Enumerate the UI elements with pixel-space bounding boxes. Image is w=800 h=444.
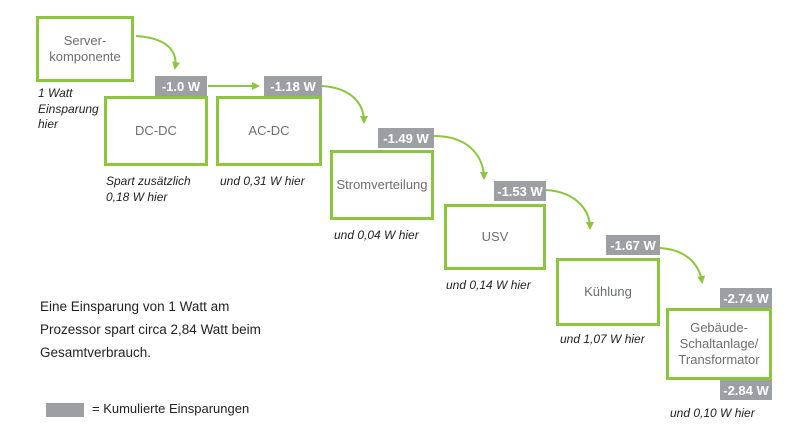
stage-badge-acdc: -1.18 W [264,76,322,96]
stage-badge-kuehlung: -1.67 W [606,235,660,255]
stage-box-gebaeude: Gebäude- Schaltanlage/ Transformator [666,308,772,380]
stage-box-serverkomponente: Server- komponente [36,16,134,82]
stage-box-kuehlung: Kühlung [556,258,660,326]
arrow-acdc-to-stromverteilung [321,85,368,124]
stage-badge-dcdc: -1.0 W [155,76,207,96]
summary-text: Eine Einsparung von 1 Watt am Prozessor … [40,299,261,361]
stage-box-stromverteilung: Stromverteilung [330,150,434,220]
total-badge: -2.84 W [720,380,772,400]
arrow-kuehlung-to-gebaeude [659,247,706,284]
arrow-server-to-dcdc [135,35,181,70]
stage-note-usv: und 0,14 W hier [446,278,531,292]
stage-note-gebaeude: und 0,10 W hier [670,406,755,420]
legend-label: = Kumulierte Einsparungen [92,401,250,416]
stage-box-acdc: AC-DC [216,96,322,166]
stage-note-kuehlung: und 1,07 W hier [560,332,645,346]
arrow-usv-to-kuehlung [545,189,594,230]
stage-badge-usv: -1.53 W [494,181,546,201]
stage-badge-gebaeude: -2.74 W [720,288,772,308]
stage-box-usv: USV [444,204,546,270]
stage-badge-stromverteilung: -1.49 W [378,128,434,148]
stage-box-dcdc: DC-DC [104,96,208,166]
arrow-stromverteilung-to-usv [433,135,488,180]
legend-swatch [46,403,84,417]
stage-note-acdc: und 0,31 W hier [220,174,305,188]
stage-note-stromverteilung: und 0,04 W hier [334,228,419,242]
stage-note-serverkomponente: 1 Watt Einsparung hier [38,86,99,132]
stage-note-dcdc: Spart zusätzlich 0,18 W hier [106,174,191,204]
